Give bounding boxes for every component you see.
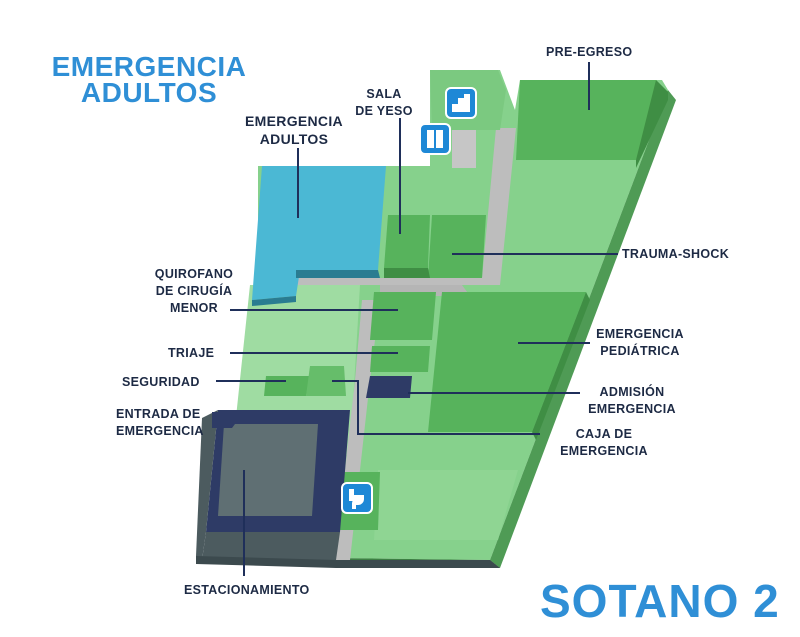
estacionamiento-parking [218, 424, 318, 516]
label-triaje: TRIAJE [168, 346, 215, 360]
leader-lines [216, 62, 618, 576]
seguridad-room [306, 366, 346, 396]
trauma-shock-room [384, 215, 430, 268]
trauma-shock-room [428, 215, 486, 278]
emergencia-adultos-edge [296, 270, 380, 278]
estacionamiento-side [196, 410, 218, 560]
header-title-line2: ADULTOS [80, 77, 218, 108]
label-sala-de-yeso: SALA DE YESO [355, 87, 413, 118]
trauma-shock-room-edge [384, 268, 430, 278]
elevator-icon [419, 123, 451, 155]
pre-egreso-room [516, 80, 668, 160]
label-estacionamiento: ESTACIONAMIENTO [184, 583, 310, 597]
restroom-icon [341, 482, 373, 514]
pre-egreso-room-edge [636, 80, 668, 168]
stairs-icon [445, 87, 477, 119]
entrada-arrow [212, 412, 238, 428]
emergencia-adultos-area [252, 166, 386, 300]
label-emergencia-adultos: EMERGENCIA ADULTOS [245, 113, 343, 147]
seguridad-room [264, 376, 310, 396]
admision-desk [366, 376, 412, 398]
estacionamiento-floor [202, 532, 340, 560]
emergencia-pediatrica-room [428, 292, 586, 432]
label-admision: ADMISIÓN EMERGENCIA [588, 385, 676, 416]
leader-caja [332, 380, 540, 435]
floor-slab-edge [490, 90, 676, 568]
label-trauma-shock: TRAUMA-SHOCK [622, 247, 730, 261]
emergencia-adultos-edge [252, 296, 296, 306]
corridor-main [290, 128, 516, 560]
label-emergencia-pediatrica: EMERGENCIA PEDIÁTRICA [596, 327, 684, 358]
lower-right-area [374, 470, 518, 540]
header-title: EMERGENCIA ADULTOS [34, 51, 264, 108]
floor-plan [196, 70, 676, 568]
header-title-line1: EMERGENCIA [51, 51, 247, 82]
label-entrada: ENTRADA DE EMERGENCIA [116, 407, 204, 438]
label-quirofano: QUIROFANO DE CIRUGÍA MENOR [154, 267, 234, 315]
triaje-room [370, 346, 430, 372]
label-pre-egreso: PRE-EGRESO [546, 45, 633, 59]
quirofano-room [370, 292, 436, 340]
slab-bottom-edge [196, 556, 500, 568]
label-seguridad: SEGURIDAD [122, 375, 200, 389]
label-caja: CAJA DE EMERGENCIA [560, 427, 648, 458]
floor-label: SOTANO 2 [540, 575, 780, 627]
emergencia-pediatrica-edge [532, 292, 590, 440]
